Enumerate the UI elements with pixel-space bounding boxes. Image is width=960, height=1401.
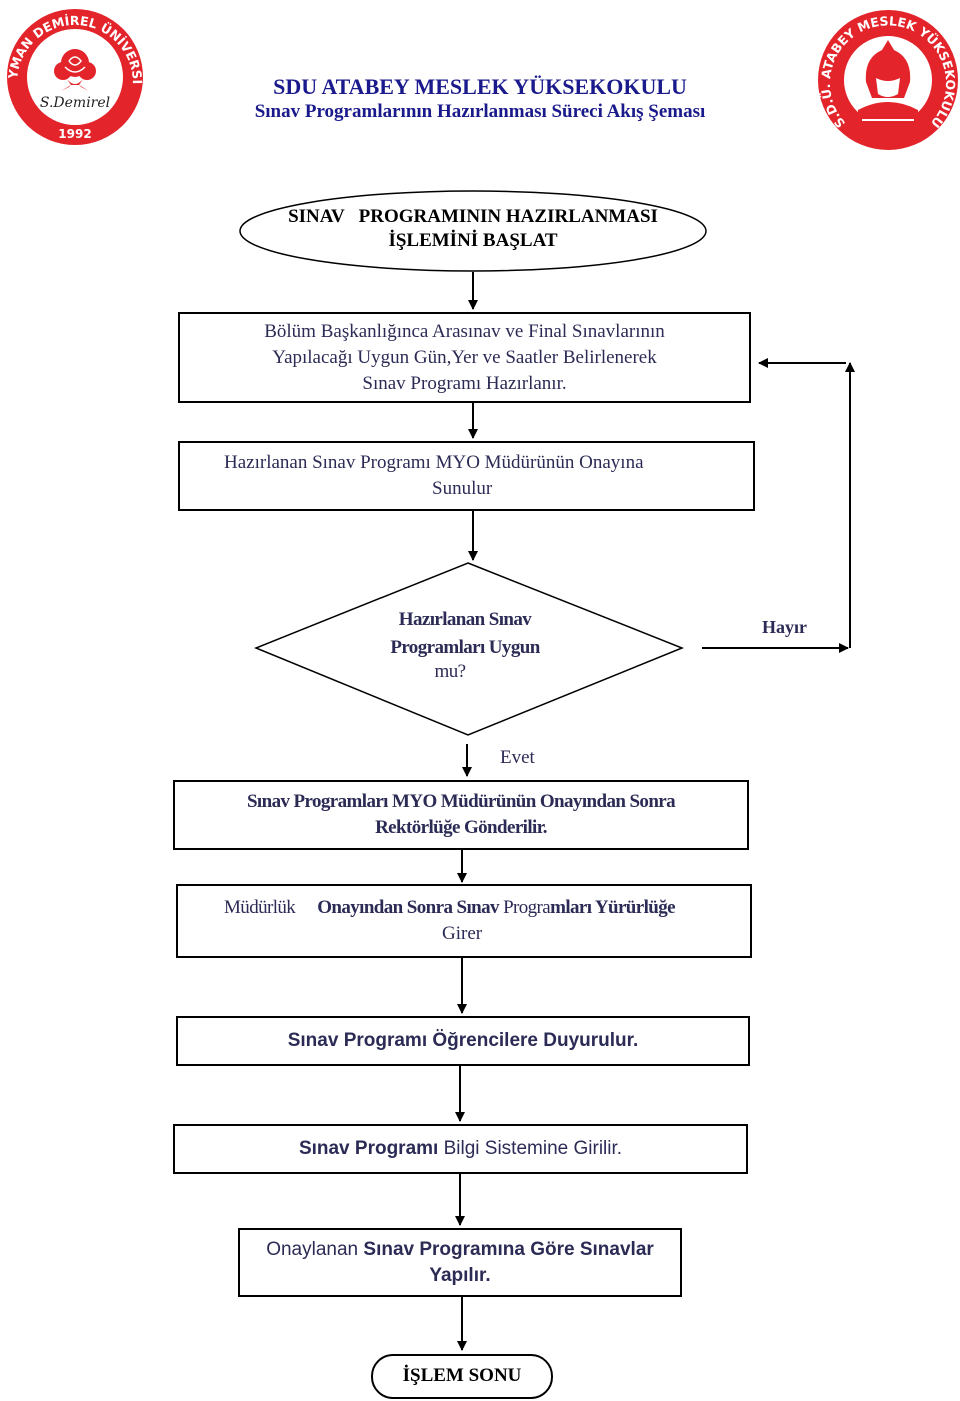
step4-part2: Onayından Sonra Sınav bbox=[317, 897, 504, 918]
step1-line2: Yapılacağı Uygun Gün,Yer ve Saatler Beli… bbox=[272, 346, 657, 368]
step7-part1: Onaylanan bbox=[266, 1238, 364, 1260]
step2-line1: Hazırlanan Sınav Programı MYO Müdürünün … bbox=[224, 452, 644, 473]
step-send-rectorate: Sınav Programları MYO Müdürünün Onayında… bbox=[173, 780, 749, 850]
decision-line3: mu? bbox=[434, 661, 467, 682]
step5-line1: Sınav Programı Öğrencilere Duyurulur. bbox=[287, 1030, 639, 1051]
step4-part4: mları Yürürlüğe bbox=[550, 897, 675, 918]
step-enter-system: Sınav Programı Bilgi Sistemine Girilir. bbox=[173, 1124, 748, 1174]
step-exams-held: Onaylanan Sınav Programına Göre Sınavlar… bbox=[238, 1228, 682, 1297]
end-terminator-shape bbox=[371, 1354, 553, 1399]
decision-line2: Programları Uygun bbox=[390, 637, 540, 658]
yes-label: Evet bbox=[500, 747, 535, 768]
step2-line2: Sunulur bbox=[432, 478, 493, 499]
step6-part1: Sınav Programı bbox=[298, 1138, 439, 1159]
decision-line1: Hazırlanan Sınav bbox=[398, 609, 532, 630]
start-terminator: SINAV PROGRAMININ HAZIRLANMASI İŞLEMİNİ … bbox=[240, 205, 706, 253]
step4-line1: Müdürlük Onayından Sonra Sınav Programlar… bbox=[178, 895, 750, 921]
step-program-effective: Müdürlük Onayından Sonra Sınav Programlar… bbox=[176, 884, 752, 958]
step1-line3: Sınav Programı Hazırlanır. bbox=[362, 372, 567, 394]
no-label: Hayır bbox=[762, 617, 807, 637]
step7-part2: Sınav Programına Göre Sınavlar bbox=[363, 1238, 654, 1260]
step-announce-students: Sınav Programı Öğrencilere Duyurulur. bbox=[176, 1016, 750, 1066]
start-terminator-shape bbox=[239, 190, 707, 272]
step-submit-approval: Hazırlanan Sınav Programı MYO Müdürünün … bbox=[178, 441, 755, 511]
step6-part2: Bilgi Sistemine Girilir. bbox=[438, 1138, 623, 1159]
step7-line2: Yapılır. bbox=[429, 1264, 491, 1286]
decision-diamond-shape bbox=[254, 562, 685, 736]
step4-line2: Girer bbox=[442, 923, 483, 944]
step1-line1: Bölüm Başkanlığınca Arasınav ve Final Sı… bbox=[264, 320, 665, 342]
start-line1: SINAV PROGRAMININ HAZIRLANMASI bbox=[288, 206, 658, 227]
university-logo: SÜLEYMAN DEMİREL ÜNİVERSİTESİ 1992 S.Dem… bbox=[5, 9, 958, 150]
step7-line1: Onaylanan Sınav Programına Göre Sınavlar bbox=[240, 1237, 680, 1263]
left-logo-year: 1992 bbox=[58, 127, 91, 141]
step-prepare-program: Bölüm Başkanlığınca Arasınav ve Final Sı… bbox=[178, 312, 751, 403]
step3-line2: Rektörlüğe Gönderilir. bbox=[375, 817, 547, 838]
left-logo-signature: S.Demirel bbox=[40, 95, 110, 111]
decision-question: Hazırlanan Sınav Programları Uygun mu? bbox=[330, 606, 600, 682]
step4-part1: Müdürlük bbox=[224, 897, 296, 918]
step3-line1: Sınav Programları MYO Müdürünün Onayında… bbox=[246, 791, 676, 812]
start-line2: İŞLEMİNİ BAŞLAT bbox=[388, 230, 558, 251]
page-subtitle: Sınav Programlarının Hazırlanması Süreci… bbox=[254, 101, 706, 122]
end-terminator: İŞLEM SONU bbox=[402, 1365, 522, 1386]
page-title: SDU ATABEY MESLEK YÜKSEKOKULU bbox=[273, 74, 687, 99]
step6-line1: Sınav Programı Bilgi Sistemine Girilir. bbox=[175, 1136, 746, 1162]
step4-part3: Progra bbox=[503, 897, 551, 918]
